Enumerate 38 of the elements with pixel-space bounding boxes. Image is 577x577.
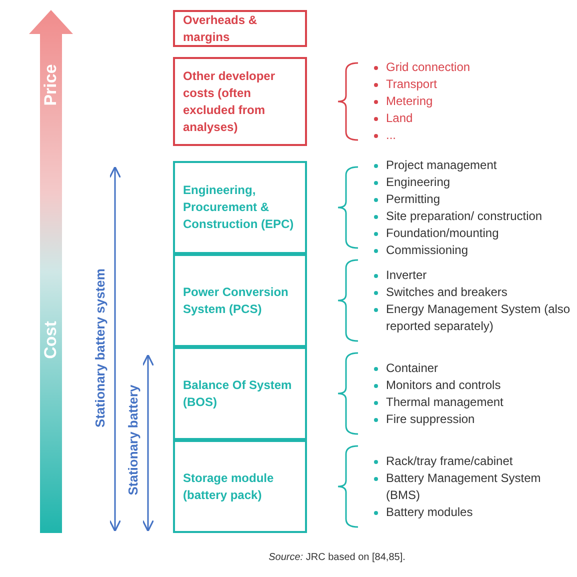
bullet-item: Permitting: [386, 192, 440, 206]
bullet-item: Site preparation/ construction: [386, 208, 542, 222]
bullet-item: Metering: [386, 94, 433, 108]
bullet-item: Grid connection: [386, 60, 470, 74]
bullet-item: Engineering: [386, 174, 450, 188]
axis-label: Cost: [41, 321, 61, 359]
dimension-label: Stationary battery: [126, 384, 140, 496]
bullet-item: Project management: [386, 158, 497, 172]
bullet-item: Thermal management: [386, 394, 504, 408]
bullet-item: Transport: [386, 77, 437, 91]
layer-title: Engineering, Procurement & Construction (EPC): [183, 182, 295, 233]
bullet-item: Commissioning: [386, 242, 468, 256]
bullet-item: Fire suppression: [386, 412, 475, 426]
bullet-item: Battery Management System (BMS): [386, 470, 541, 502]
cost-layer-box: [173, 347, 307, 440]
bullet-item: Foundation/mounting: [386, 226, 499, 240]
layer-title: Overheads & margins: [183, 12, 258, 46]
bullet-item: Container: [386, 360, 438, 374]
layer-title: Storage module (battery pack): [183, 470, 275, 504]
bullet-item: Energy Management System (also reported separately): [386, 302, 570, 332]
cost-layer-box: [173, 57, 307, 146]
layer-title: Balance Of System (BOS): [183, 376, 293, 410]
bullet-item: Inverter: [386, 268, 427, 282]
cost-layer-box: [173, 10, 307, 47]
bullet-item: Battery modules: [386, 504, 473, 518]
cost-layer-box: [173, 161, 307, 254]
source-caption: Source: JRC based on [84,85].: [268, 552, 406, 563]
bullet-item: Rack/tray frame/cabinet: [386, 454, 513, 468]
bullet-item: Switches and breakers: [386, 284, 508, 298]
cost-layer-box: [173, 254, 307, 347]
axis-label: Price: [41, 64, 61, 106]
dimension-label: Stationary battery system: [92, 268, 108, 428]
layer-title: Power Conversion System (PCS): [183, 284, 290, 318]
bullet-item: Land: [386, 111, 413, 125]
cost-layer-box: [173, 440, 307, 533]
bullet-item: ...: [386, 128, 396, 142]
bullet-item: Monitors and controls: [386, 378, 501, 392]
layer-title: Other developer costs (often excluded from analyses): [183, 68, 276, 136]
